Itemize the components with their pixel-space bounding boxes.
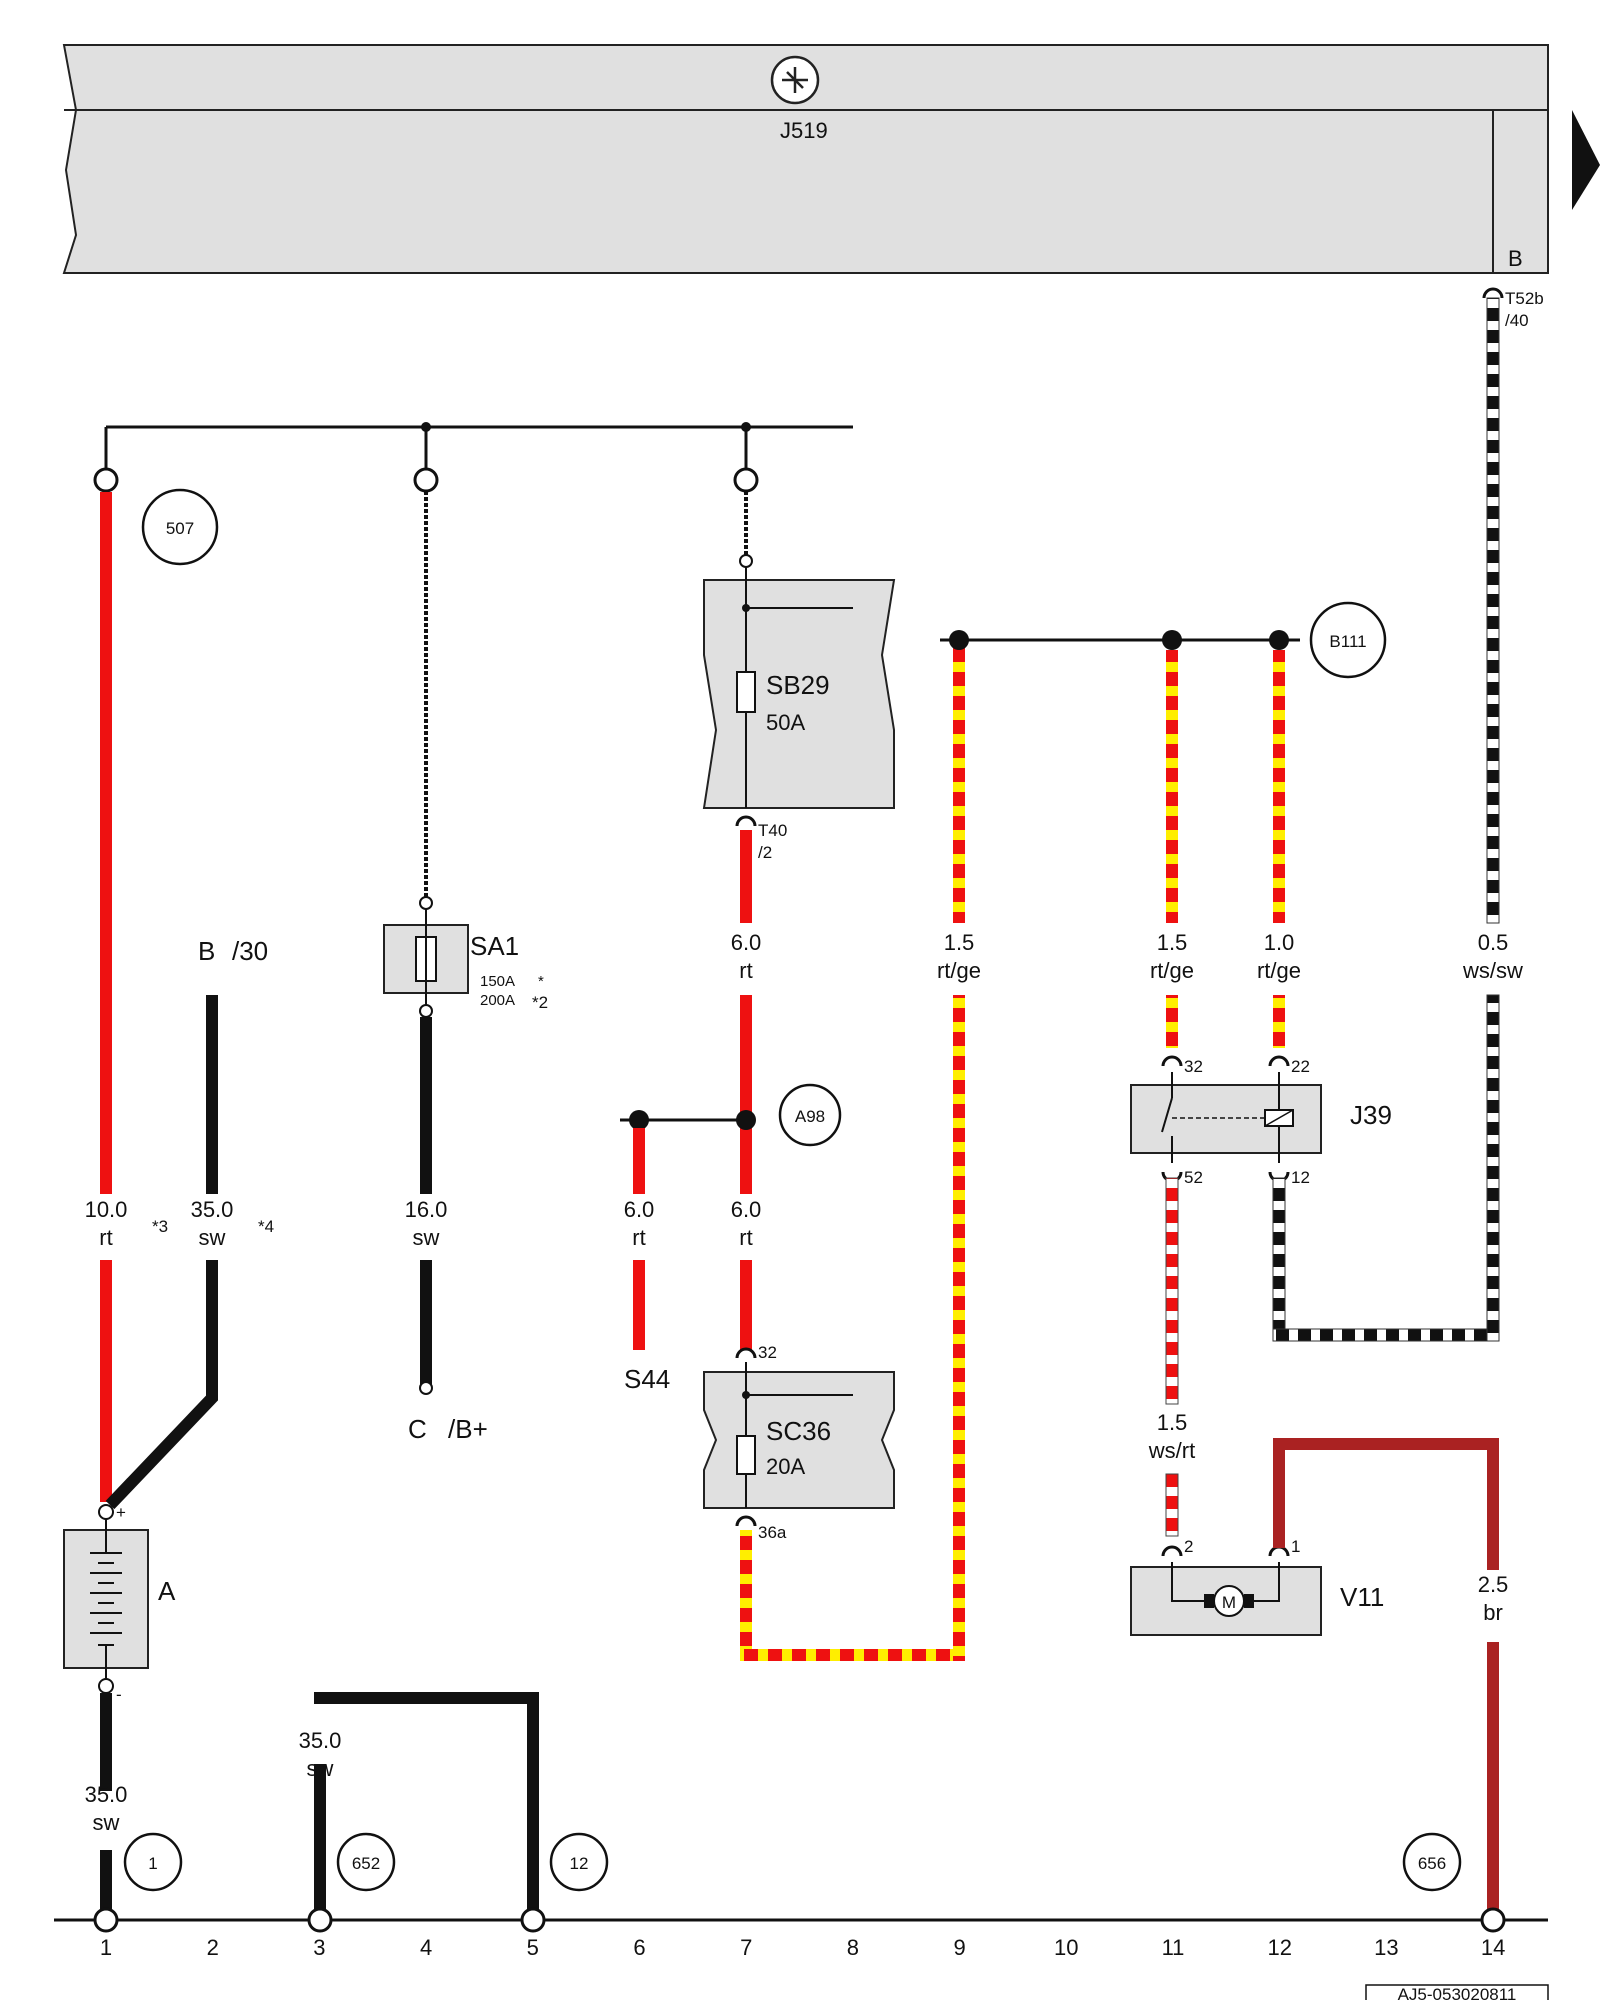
relay-pin: 32 (1184, 1057, 1203, 1076)
wire-note: *3 (152, 1217, 168, 1236)
pin-label: 32 (758, 1343, 777, 1362)
wire-col1 (93, 467, 119, 1502)
ground-tick-label: 7 (740, 1935, 752, 1960)
wire-gauge: 1.0 (1264, 930, 1295, 955)
wire-color: sw (93, 1810, 120, 1835)
wire-gauge: 10.0 (85, 1197, 128, 1222)
ground-tick-label: 9 (953, 1935, 965, 1960)
ground-tick-label: 5 (527, 1935, 539, 1960)
fuse-sc36-label: SC36 (766, 1416, 831, 1446)
relay-pin: 12 (1291, 1168, 1310, 1187)
wire-gauge: 1.5 (1157, 1410, 1188, 1435)
ground-tick-label: 1 (100, 1935, 112, 1960)
fuse-note: * (538, 973, 544, 990)
connector-label: T40 (758, 821, 787, 840)
wire-gauge: 35.0 (85, 1782, 128, 1807)
fuse-sa1-label: SA1 (470, 931, 519, 961)
wire-color: rt (739, 1225, 752, 1250)
wire-color: sw (307, 1756, 334, 1781)
connector-pin: /40 (1505, 311, 1529, 330)
ground-tick-label: 14 (1481, 1935, 1505, 1960)
control-unit-j519: J519 B (62, 44, 1600, 274)
battery-minus: - (116, 1685, 122, 1704)
ground-tick-label: 11 (1162, 1935, 1185, 1960)
fuse-sb29-label: SB29 (766, 670, 830, 700)
ref-circle-a98: A98 (795, 1107, 825, 1126)
battery-a (63, 1519, 149, 1679)
connector-pin: /2 (758, 843, 772, 862)
wire-color: sw (413, 1225, 440, 1250)
wire-gauge: 6.0 (731, 1197, 762, 1222)
ref-circle-507: 507 (166, 519, 194, 538)
relay-pin: 22 (1291, 1057, 1310, 1076)
fuse-rating: 50A (766, 710, 805, 735)
wire-gauge: 16.0 (405, 1197, 448, 1222)
connector-label: T52b (1505, 289, 1544, 308)
terminal-b30-b: /30 (232, 936, 268, 966)
wire-gauge: 0.5 (1478, 930, 1509, 955)
ground-tick-label: 3 (313, 1935, 325, 1960)
wire-color: rt (99, 1225, 112, 1250)
wire-col2 (105, 995, 218, 1510)
battery-plus: + (116, 1503, 126, 1522)
continue-arrow-icon (1572, 110, 1600, 210)
ref-circle-b111: B111 (1329, 632, 1366, 651)
ecu-label: J519 (780, 118, 828, 143)
ref-circle-12: 12 (570, 1854, 589, 1873)
fuse-sb29-block (702, 567, 896, 809)
wire-gauge: 1.5 (1157, 930, 1188, 955)
ground-tick-label: 10 (1054, 1935, 1078, 1960)
ground-tick-label: 4 (420, 1935, 432, 1960)
battery-label: A (158, 1576, 176, 1606)
fuse-rating: 150A (480, 973, 515, 990)
wire-color: ws/rt (1148, 1438, 1195, 1463)
ref-circle-656: 656 (1418, 1854, 1446, 1873)
relay-j39-label: J39 (1350, 1100, 1392, 1130)
ref-circle-1: 1 (148, 1854, 157, 1873)
wire-color: ws/sw (1462, 958, 1523, 983)
terminal-cb-a: C (408, 1414, 427, 1444)
ground-tick-label: 2 (207, 1935, 219, 1960)
switch-s44-label: S44 (624, 1364, 670, 1394)
ecu-pin-label: B (1508, 246, 1523, 271)
motor-symbol: M (1222, 1593, 1236, 1612)
wire-color: sw (199, 1225, 226, 1250)
motor-v11 (1130, 1562, 1322, 1636)
wire-color: rt/ge (937, 958, 981, 983)
wire-gauge: 35.0 (299, 1728, 342, 1753)
motor-pin: 1 (1291, 1537, 1300, 1556)
fuse-note: *2 (532, 993, 548, 1012)
relay-pin: 52 (1184, 1168, 1203, 1187)
wire-gauge: 35.0 (191, 1197, 234, 1222)
fuse-sc36-block (703, 1362, 895, 1509)
motor-pin: 2 (1184, 1537, 1193, 1556)
wire-gauge: 6.0 (731, 930, 762, 955)
wire-color: rt/ge (1150, 958, 1194, 983)
wire-gauge: 1.5 (944, 930, 975, 955)
relay-j39 (1130, 1072, 1322, 1163)
fuse-rating: 200A (480, 992, 515, 1009)
ref-circle-652: 652 (352, 1854, 380, 1873)
motor-v11-label: V11 (1340, 1582, 1384, 1612)
terminal-cb-b: /B+ (448, 1414, 488, 1444)
motor-icon (1213, 1585, 1245, 1617)
terminal-b30-a: B (198, 936, 215, 966)
fuse-sa1 (383, 909, 469, 1011)
pin-label: 36a (758, 1523, 787, 1542)
wire-color: rt (632, 1225, 645, 1250)
wire-gauge: 2.5 (1478, 1572, 1509, 1597)
wire-color: rt (739, 958, 752, 983)
diagram-id: AJ5-053020811 (1398, 1985, 1517, 2000)
wire-gauge: 6.0 (624, 1197, 655, 1222)
wire-color: rt/ge (1257, 958, 1301, 983)
fuse-rating: 20A (766, 1454, 805, 1479)
wire-note: *4 (258, 1217, 274, 1236)
wire-color: br (1483, 1600, 1503, 1625)
ground-tick-label: 6 (633, 1935, 645, 1960)
ground-tick-label: 13 (1374, 1935, 1398, 1960)
ground-tick-label: 12 (1267, 1935, 1291, 1960)
ground-tick-label: 8 (847, 1935, 859, 1960)
